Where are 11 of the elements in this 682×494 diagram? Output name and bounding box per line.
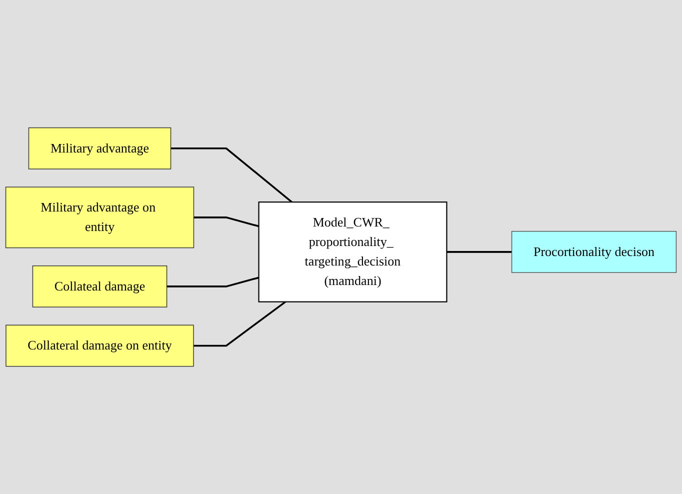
node-box: Collateral damage on entity bbox=[6, 324, 194, 367]
node-box: Military advantage on entity bbox=[5, 186, 194, 248]
node-box: Procortionality decison bbox=[511, 230, 677, 273]
connector bbox=[194, 216, 260, 228]
node-box: Collateal damage bbox=[32, 265, 168, 308]
node-box: Military advantage bbox=[28, 127, 172, 170]
connector bbox=[194, 301, 286, 347]
connector bbox=[446, 250, 512, 253]
connector bbox=[166, 276, 260, 288]
connector bbox=[170, 147, 292, 203]
node-box: Model_CWR_ proportionality_ targeting_decision (mamdani) bbox=[258, 201, 448, 302]
